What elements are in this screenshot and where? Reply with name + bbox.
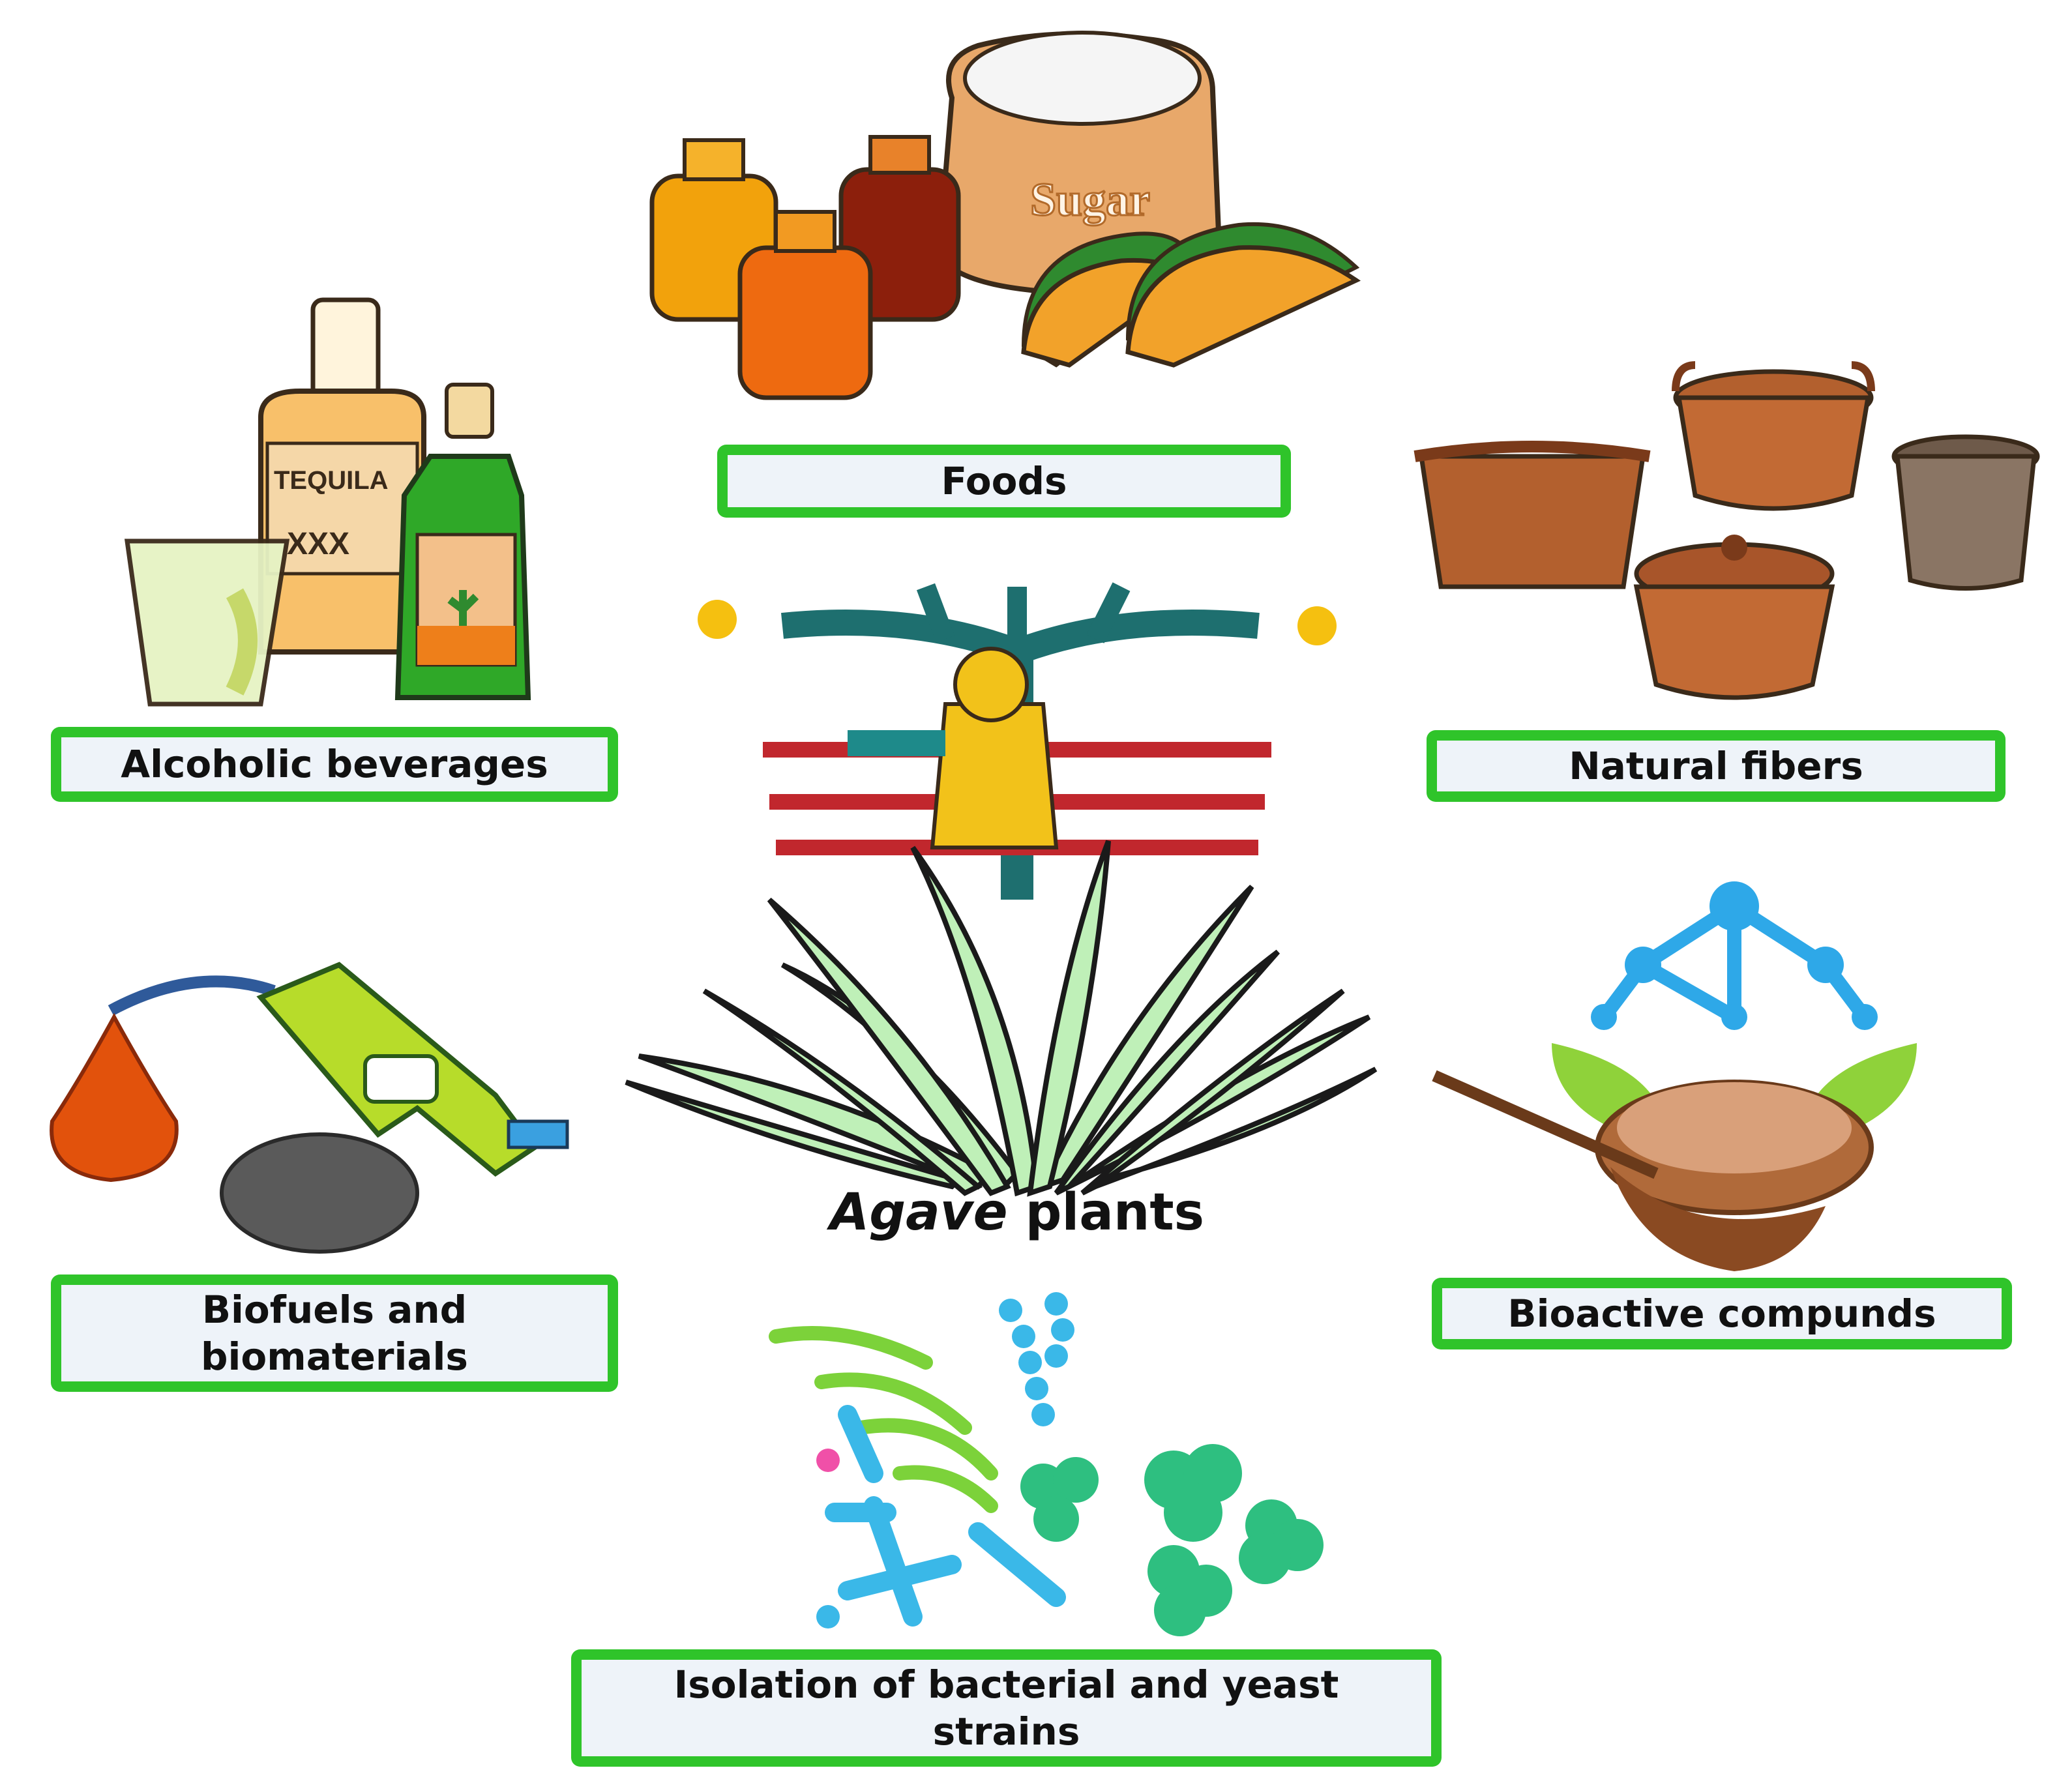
- biofuels-label-line2: biomaterials: [201, 1334, 468, 1379]
- foods-label: Foods: [717, 445, 1291, 518]
- sugar-text: Sugar: [1030, 173, 1150, 226]
- basket-icon: [1633, 535, 1835, 700]
- sugar-sack-icon: Sugar: [936, 31, 1222, 297]
- tequila-text: TEQUILA: [274, 466, 389, 495]
- isolation-strains-label: Isolation of bacterial and yeast strains: [571, 1649, 1442, 1767]
- foods-label-text: Foods: [941, 458, 1067, 503]
- alcoholic-illustration: TEQUILA XXX: [124, 297, 531, 707]
- alcoholic-label-text: Alcoholic beverages: [121, 742, 548, 787]
- baskets-illustration: [1413, 361, 2040, 700]
- taco-icon: [1021, 222, 1361, 368]
- tequila-bottle-icon: TEQUILA XXX: [258, 297, 426, 655]
- bioactive-label-text: Bioactive compunds: [1507, 1291, 1936, 1336]
- pink-cell-icon: [816, 1449, 840, 1472]
- alcoholic-beverages-label: Alcoholic beverages: [51, 727, 618, 802]
- oil-drop-icon: [50, 1012, 179, 1183]
- codex-figure: [698, 582, 1337, 900]
- bacteria-chain-icon: [999, 1292, 1074, 1426]
- hose-icon: [108, 975, 276, 1016]
- glass-icon: [124, 538, 290, 707]
- bioactive-compounds-label: Bioactive compunds: [1432, 1278, 2012, 1349]
- bacteria-rod-icon: [769, 1326, 998, 1513]
- porous-material-icon: [220, 1132, 419, 1254]
- agave-plant-icon: [625, 840, 1378, 1197]
- agave-plants-title: Agave plants: [815, 1183, 1219, 1242]
- agave-title-italic: Agave: [829, 1183, 1008, 1242]
- isolation-label-line2: strains: [932, 1709, 1080, 1754]
- bowl-icon: [1595, 1080, 1874, 1271]
- biofuels-label: Biofuels and biomaterials: [51, 1274, 618, 1392]
- yeast-cluster-icon: [1020, 1444, 1324, 1636]
- molecule-icon: [1591, 881, 1878, 1030]
- biofuels-label-line1: Biofuels and: [201, 1287, 467, 1332]
- basket-icon: [1891, 434, 2040, 591]
- fibers-label-text: Natural fibers: [1569, 743, 1863, 788]
- spoon-icon: [1432, 1070, 1659, 1179]
- xxx-text: XXX: [287, 527, 349, 561]
- fuel-nozzle-icon: [256, 962, 569, 1177]
- bacillus-icon: [825, 1405, 1066, 1627]
- foods-illustration: Sugar: [649, 31, 1361, 400]
- biofuels-illustration: [50, 962, 569, 1254]
- sauce-bottle-icon: [649, 135, 961, 400]
- microorganisms-illustration: [769, 1292, 1324, 1636]
- basket-icon: [1672, 361, 1875, 511]
- isolation-label-line1: Isolation of bacterial and yeast: [673, 1662, 1339, 1707]
- green-bottle-icon: [394, 383, 531, 700]
- basket-icon: [1413, 441, 1651, 589]
- bioactive-illustration: [1432, 881, 1917, 1271]
- agave-title-rest: plants: [1025, 1183, 1205, 1242]
- cell-icon: [816, 1605, 840, 1628]
- natural-fibers-label: Natural fibers: [1427, 730, 2005, 802]
